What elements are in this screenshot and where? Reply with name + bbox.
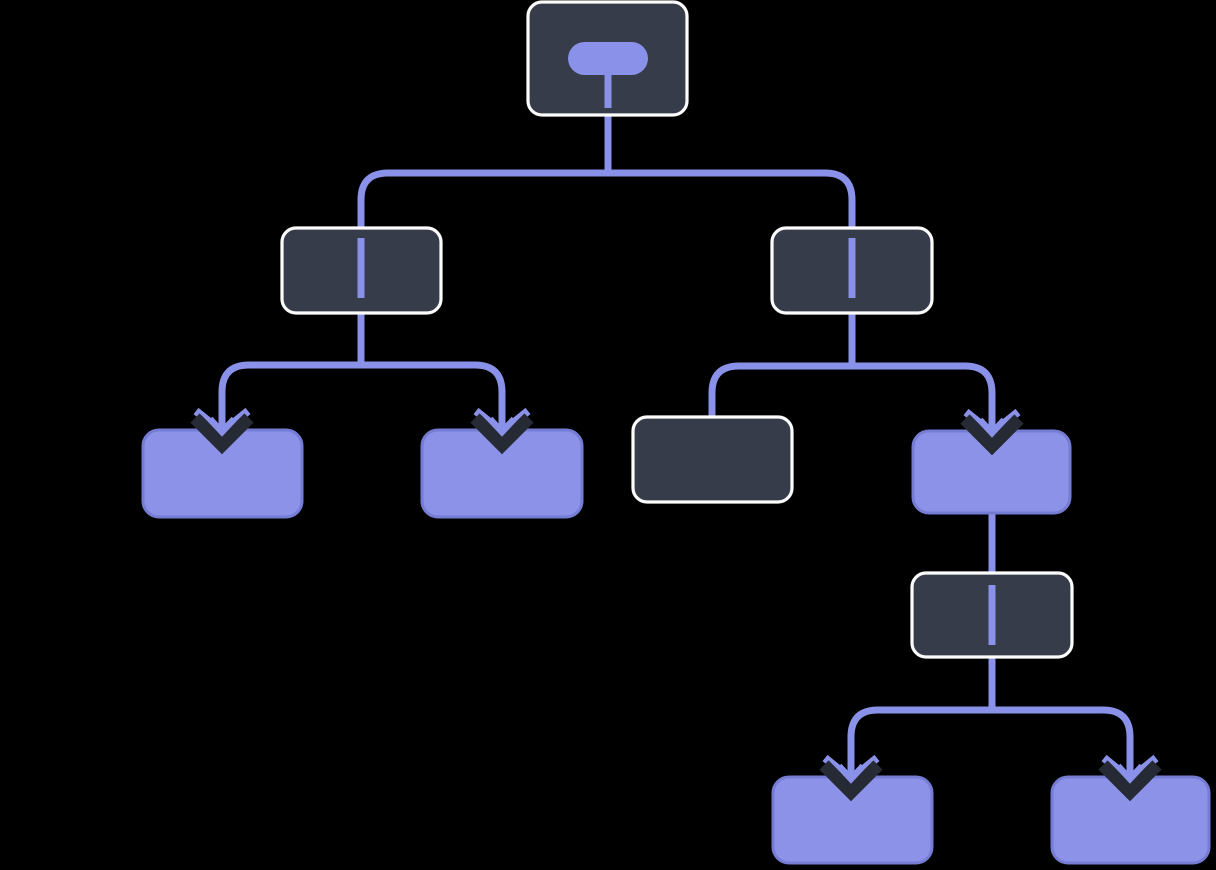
arrowhead-shadow-mid-purple [960,414,1024,456]
arrowhead-shadow-leaf-bottom-1 [819,760,883,802]
arrowhead-tip-leaf-left-2 [487,416,517,437]
connector-branch-lower-leaf-bottom-2 [988,657,1134,775]
connector-branch-lower-leaf-bottom-1 [847,657,996,775]
connector-branch-right-mid-purple [848,313,996,429]
connector-branch-left-leaf-left-1 [218,313,365,428]
arrowhead-tip-leaf-bottom-1 [836,763,866,784]
arrowhead-tip-leaf-bottom-2 [1115,763,1145,784]
node-mid-dark[interactable] [631,415,794,504]
connector-root-branch-right [604,115,856,228]
connector-branch-left-leaf-left-2 [357,313,506,428]
connector-root-branch-left [357,115,612,228]
connector-branch-right-mid-dark [708,313,856,417]
arrowhead-shadow-leaf-left-1 [190,413,254,455]
root-pill-placeholder[interactable] [568,42,648,75]
arrowhead-tip-mid-purple [977,417,1007,438]
arrowhead-shadow-leaf-bottom-2 [1098,760,1162,802]
arrowhead-shadow-leaf-left-2 [470,413,534,455]
arrowhead-tip-leaf-left-1 [207,416,237,437]
